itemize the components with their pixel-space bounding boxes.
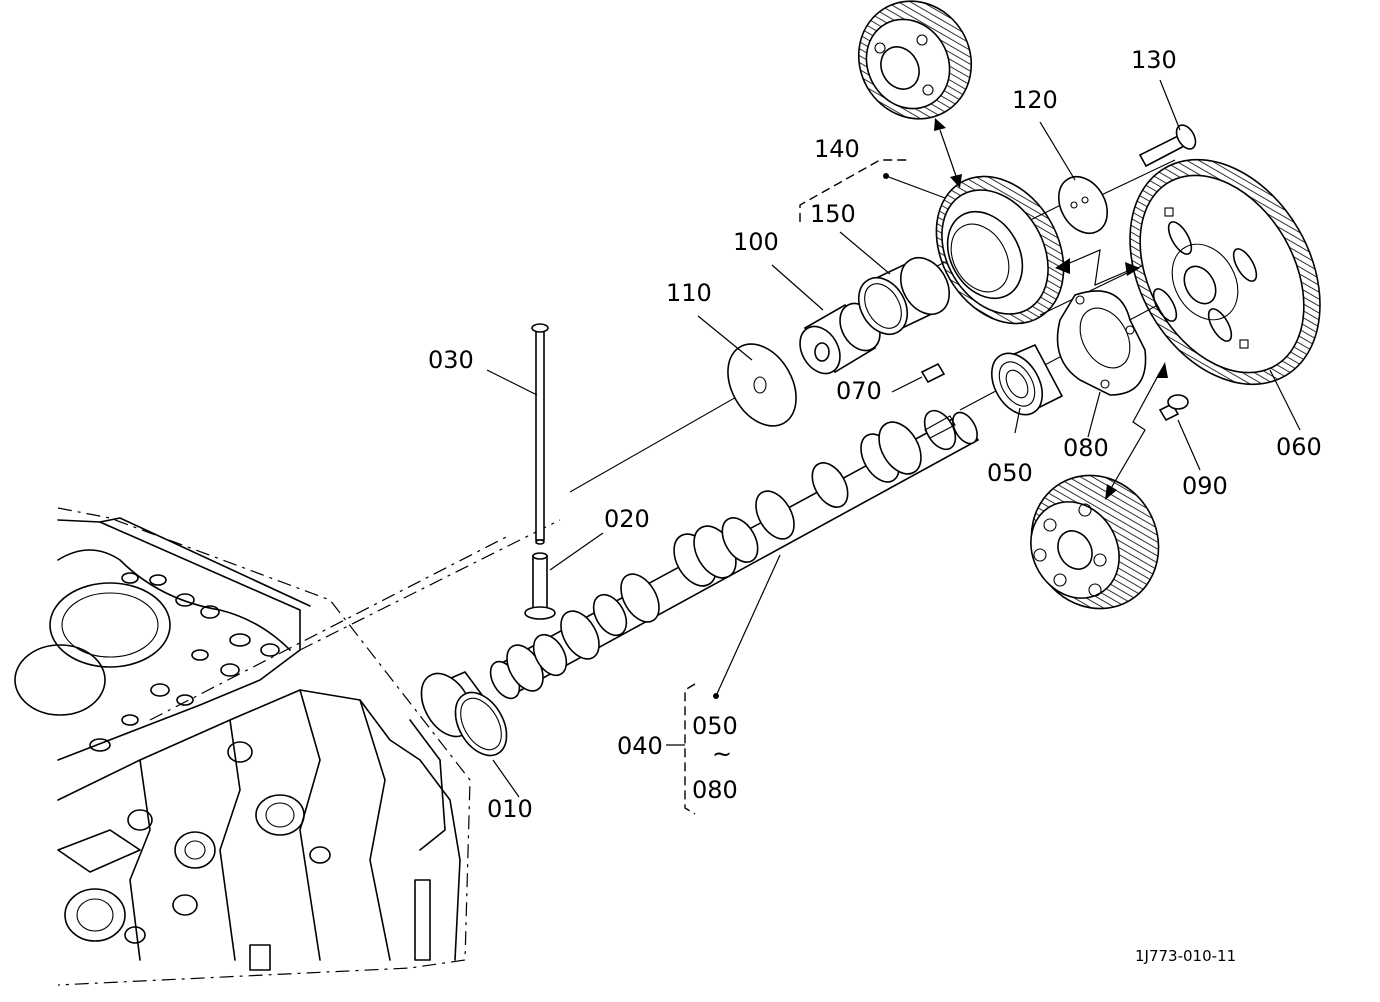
- reference-gear-top: [857, 0, 973, 120]
- label-030: 030: [428, 346, 474, 374]
- label-040-range-separator: ~: [712, 740, 732, 768]
- label-050: 050: [987, 459, 1033, 487]
- part-050-ball-bearing: [990, 343, 1064, 416]
- label-150: 150: [810, 200, 856, 228]
- label-140: 140: [814, 135, 860, 163]
- label-120: 120: [1012, 86, 1058, 114]
- label-040-range-end: 080: [692, 776, 738, 804]
- part-040-camshaft: [489, 409, 980, 700]
- part-150-bushing: [857, 256, 951, 336]
- part-090-screw: [1158, 394, 1189, 422]
- label-060: 060: [1276, 433, 1322, 461]
- part-labels: 010 020 030 040 050 ~ 080 050 060 070 08…: [428, 46, 1322, 823]
- part-030-push-rod: [531, 323, 549, 545]
- part-020-tappet: [524, 552, 556, 620]
- part-110-thrust-plate: [727, 343, 797, 427]
- label-110: 110: [666, 279, 712, 307]
- part-080-plate: [1056, 290, 1147, 396]
- part-130-bolt: [1138, 124, 1197, 168]
- engine-block: [14, 507, 471, 986]
- label-070: 070: [836, 377, 882, 405]
- label-040: 040: [617, 732, 663, 760]
- reference-gear-bottom: [1030, 474, 1160, 610]
- part-010-ring: [420, 671, 508, 757]
- part-120-collar: [1057, 175, 1109, 235]
- drawing-code: 1J773-010-11: [1135, 947, 1236, 965]
- part-140-idle-gear: [935, 175, 1065, 325]
- mesh-arrows: [934, 118, 1168, 500]
- label-010: 010: [487, 795, 533, 823]
- label-100: 100: [733, 228, 779, 256]
- label-090: 090: [1182, 472, 1228, 500]
- label-130: 130: [1131, 46, 1177, 74]
- label-080: 080: [1063, 434, 1109, 462]
- label-020: 020: [604, 505, 650, 533]
- part-070-key: [920, 362, 946, 384]
- leader-lines: [486, 79, 1301, 798]
- assembly-brackets: [666, 159, 908, 815]
- label-040-range-start: 050: [692, 712, 738, 740]
- part-060-cam-gear: [1129, 158, 1321, 386]
